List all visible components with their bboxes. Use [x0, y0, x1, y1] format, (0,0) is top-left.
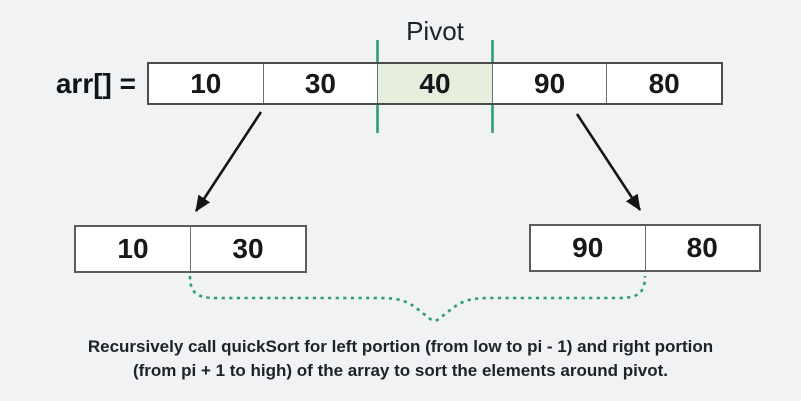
array-cell-1: 30 — [262, 64, 378, 103]
array-name-label: arr[] = — [55, 68, 136, 99]
left-recursion-arrow — [194, 111, 263, 212]
merge-brace-dotted-line — [188, 275, 647, 322]
right-subarray-cell-1: 80 — [644, 226, 760, 270]
right-recursion-arrow — [575, 113, 642, 211]
array-cell-3: 90 — [491, 64, 607, 103]
left-subarray: 10 30 — [74, 225, 307, 273]
right-subarray-cell-0: 90 — [572, 232, 604, 263]
right-subarray: 90 80 — [529, 224, 761, 272]
caption-line-1: Recursively call quickSort for left port… — [87, 337, 714, 356]
left-subarray-cell-1: 30 — [190, 227, 305, 271]
array-cell-0: 10 — [190, 67, 222, 99]
pivot-label: Pivot — [406, 16, 464, 46]
caption-line-2: (from pi + 1 to high) of the array to so… — [132, 361, 669, 380]
caption: Recursively call quickSort for left port… — [0, 335, 801, 383]
left-subarray-cell-0: 10 — [117, 233, 149, 264]
main-array: 10 30 40 90 80 — [147, 62, 723, 105]
pivot-cell: 40 — [377, 64, 492, 103]
array-cell-4: 80 — [606, 64, 721, 103]
